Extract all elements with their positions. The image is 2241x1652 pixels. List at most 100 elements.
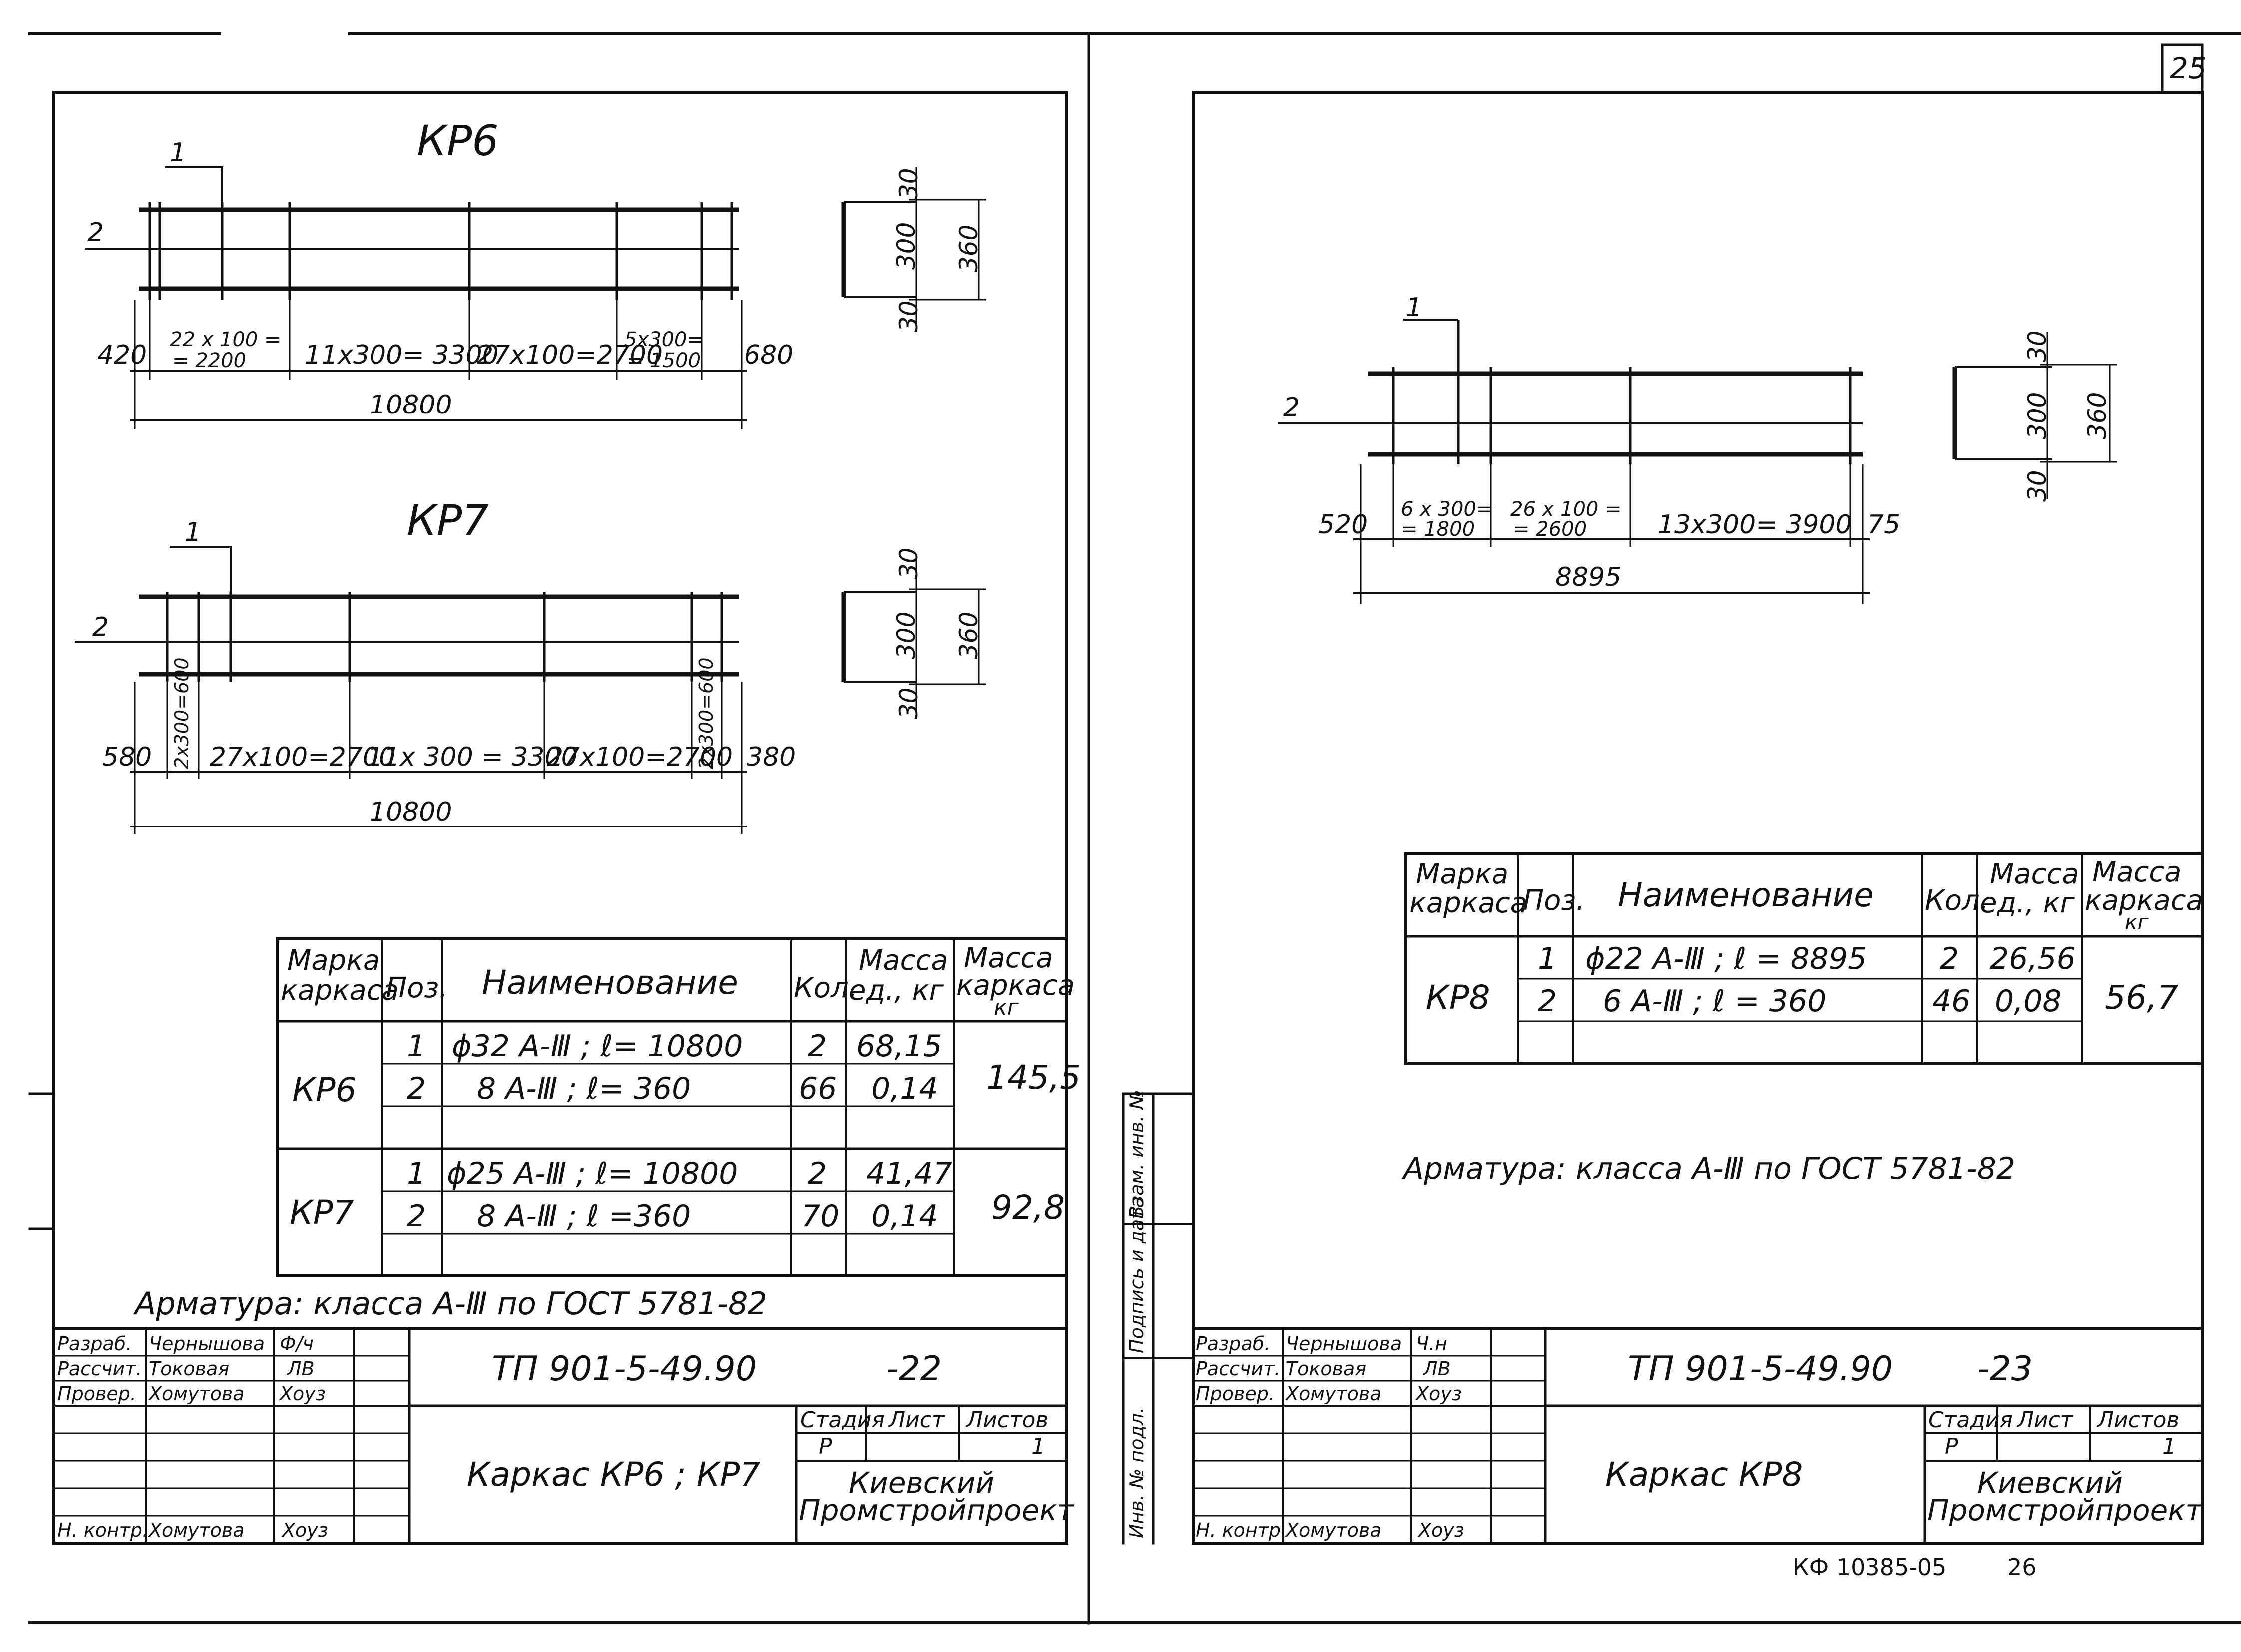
kr8-section-total: 360 — [2083, 392, 2112, 439]
r-stamp-name-0: Чернышова — [1286, 1333, 1402, 1355]
r-stage-value: Р — [1945, 1434, 1958, 1459]
kr6-row2-unit: 0,14 — [871, 1071, 938, 1106]
r-header-qty: Кол. — [1925, 884, 1989, 917]
doc-code-suffix: -22 — [886, 1349, 942, 1389]
kr7-pos1-label: 1 — [185, 517, 202, 547]
kr7-elevation — [75, 546, 747, 834]
sheet-number: 25 — [2170, 51, 2207, 85]
r-header-pos: Поз. — [1523, 884, 1585, 917]
kr6-dim-6: = 1500 — [627, 349, 701, 372]
kr8-dim-3: 26 х 100 = — [1510, 498, 1622, 521]
r-stamp-sign-1: ЛВ — [1423, 1358, 1451, 1380]
group-mark-kr8: КР8 — [1426, 978, 1490, 1017]
stamp-sign-0: Ф/ч — [280, 1333, 314, 1355]
kr8-row2-name: 6 А-Ⅲ ; ℓ = 360 — [1603, 984, 1827, 1019]
header-mark-line1: Марка — [287, 944, 380, 977]
kr7-row1-name: ϕ25 А-Ⅲ ; ℓ= 10800 — [447, 1156, 738, 1191]
kr6-dim-3: 11х300= 3300 — [305, 340, 499, 370]
kr8-section-mid: 300 — [2023, 392, 2052, 439]
r-stamp-role-1: Рассчит. — [1196, 1358, 1281, 1380]
kr8-dim-4: = 2600 — [1513, 518, 1587, 541]
right-stamp-grid — [1193, 1327, 2202, 1543]
kr8-section — [1952, 332, 2117, 499]
r-header-frame-mass-2: каркаса — [2085, 884, 2203, 917]
kr7-row1-unit: 41,47 — [866, 1156, 952, 1191]
r-org-line1: Киевский — [1977, 1466, 2123, 1500]
kr7-title: КР7 — [407, 496, 489, 545]
left-stamp-grid — [54, 1327, 1067, 1543]
r-header-mark-line2: каркаса — [1409, 887, 1527, 919]
kr6-dim-0: 420 — [97, 340, 147, 370]
r-stamp-sign-2: Хоуз — [1416, 1383, 1462, 1405]
kr7-section-total: 360 — [954, 611, 983, 659]
header-unit-mass-2: ед., кг — [849, 974, 944, 1007]
r-drawing-title: Каркас КР8 — [1605, 1455, 1803, 1494]
kr6-pos1-label: 1 — [170, 138, 187, 168]
kr7-row1-pos: 1 — [407, 1156, 426, 1191]
kr8-section-bottom: 30 — [2023, 470, 2052, 502]
sheet-label: Лист — [889, 1407, 945, 1433]
kr6-frame-mass: 145,5 — [986, 1058, 1081, 1097]
r-sheets-label: Листов — [2097, 1407, 2180, 1433]
kr6-row1-pos: 1 — [407, 1029, 426, 1064]
kr6-row2-pos: 2 — [407, 1071, 426, 1106]
kr6-row2-name: 8 А-Ⅲ ; ℓ= 360 — [477, 1071, 691, 1106]
r-stamp-sign-0: Ч.н — [1416, 1333, 1447, 1355]
side-stamp-inv: Инв. № подл. — [1126, 1407, 1148, 1538]
r-org-line2: Промстройпроект — [1927, 1493, 2203, 1527]
group-mark-kr6: КР6 — [292, 1071, 357, 1109]
kr8-dim-2: = 1800 — [1401, 518, 1475, 541]
kr8-section-top: 30 — [2023, 330, 2052, 362]
r-doc-code: ТП 901-5-49.90 — [1628, 1349, 1893, 1389]
kr7-dim-6: 380 — [747, 742, 796, 772]
kr7-section — [841, 554, 986, 719]
header-frame-mass-3: кг — [994, 995, 1019, 1020]
kr8-pos1-label: 1 — [1406, 293, 1423, 323]
kr6-row1-name: ϕ32 А-Ⅲ ; ℓ= 10800 — [452, 1029, 743, 1064]
stamp-role-0: Разраб. — [57, 1333, 132, 1355]
kr6-dim-1: 22 х 100 = — [170, 328, 281, 351]
stamp-name-1: Токовая — [149, 1358, 230, 1380]
header-mark-line2: каркаса — [281, 974, 399, 1007]
r-doc-code-suffix: -23 — [1977, 1349, 2033, 1389]
kr6-pos2-label: 2 — [87, 218, 104, 248]
right-table-grid — [1404, 852, 2204, 1065]
r-stamp-role-2: Провер. — [1196, 1383, 1275, 1405]
kr7-row2-name: 8 А-Ⅲ ; ℓ =360 — [477, 1199, 691, 1234]
kr7-dim-1: 2х300=600 — [171, 657, 193, 769]
r-header-name: Наименование — [1618, 876, 1874, 914]
left-table-grid — [276, 937, 1068, 1277]
kr6-section-mid: 300 — [892, 222, 921, 270]
stamp-sign-1: ЛВ — [287, 1358, 315, 1380]
kr6-title: КР6 — [417, 116, 499, 165]
kr7-section-mid: 300 — [892, 611, 921, 659]
kr6-dim-7: 680 — [744, 340, 794, 370]
kr8-elevation — [1278, 319, 1870, 604]
r-stamp-name-1: Токовая — [1286, 1358, 1367, 1380]
r-header-frame-mass-1: Масса — [2092, 856, 2182, 888]
kr7-row2-pos: 2 — [407, 1199, 426, 1234]
r-header-mark-line1: Марка — [1416, 858, 1509, 890]
left-rebar-note: Арматура: класса А-Ⅲ по ГОСТ 5781-82 — [135, 1285, 767, 1322]
kr8-row1-name: ϕ22 А-Ⅲ ; ℓ = 8895 — [1585, 941, 1867, 976]
kr8-dim-0: 520 — [1318, 510, 1368, 540]
kr7-section-bottom: 30 — [894, 687, 923, 719]
kr8-total: 8895 — [1555, 562, 1622, 592]
group-mark-kr7: КР7 — [290, 1193, 354, 1232]
header-qty: Кол. — [794, 972, 858, 1004]
footer-page: 26 — [2007, 1554, 2037, 1581]
r-stamp-name-3: Хомутова — [1286, 1519, 1382, 1541]
kr6-total: 10800 — [370, 390, 452, 420]
drawing-title: Каркас КР6 ; КР7 — [467, 1455, 761, 1494]
right-rebar-note: Арматура: класса А-Ⅲ по ГОСТ 5781-82 — [1403, 1151, 2016, 1186]
r-header-unit-mass-1: Масса — [1990, 858, 2079, 890]
kr7-section-top: 30 — [894, 547, 923, 579]
kr7-dim-4: 27х100=2700 — [547, 742, 733, 772]
stamp-role-1: Рассчит. — [57, 1358, 142, 1380]
org-line2: Промстройпроект — [799, 1493, 1074, 1527]
stamp-name-0: Чернышова — [149, 1333, 265, 1355]
kr7-dim-3: 11х 300 = 3300 — [367, 742, 578, 772]
stamp-name-3: Хомутова — [149, 1519, 245, 1541]
kr6-dim-2: = 2200 — [172, 349, 247, 372]
kr6-section-bottom: 30 — [894, 300, 923, 332]
